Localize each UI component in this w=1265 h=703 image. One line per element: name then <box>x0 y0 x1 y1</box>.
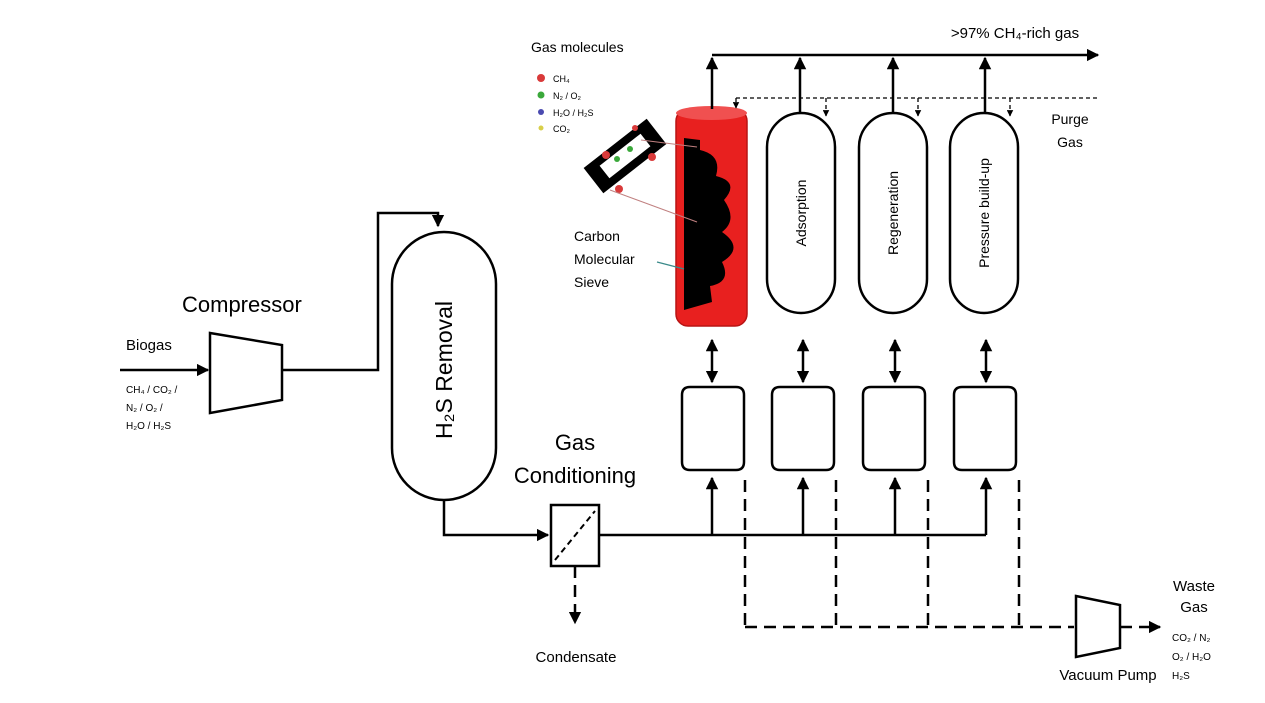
legend-label-co2: CO₂ <box>553 124 571 134</box>
compressor-symbol <box>208 331 284 415</box>
gas-conditioning-label-2: Conditioning <box>514 463 636 488</box>
cms-label-1: Carbon <box>574 228 620 244</box>
psa-column-adsorption: Adsorption <box>765 111 837 315</box>
waste-gas-label-1: Waste <box>1173 578 1215 595</box>
legend-dot-h2o-h2s <box>538 109 544 115</box>
waste-components-line-3: H₂S <box>1172 671 1190 682</box>
pore-molecule-4 <box>648 153 656 161</box>
pore-molecule-5 <box>615 185 623 193</box>
gas-conditioning: Gas Conditioning <box>514 430 636 568</box>
h2s-removal-vessel: H₂S Removal <box>390 230 498 502</box>
buffer-vessel-4 <box>952 385 1018 472</box>
psa-column-pressure-buildup: Pressure build-up <box>948 111 1020 315</box>
compressor-label: Compressor <box>182 292 302 317</box>
cms-label-2: Molecular <box>574 251 635 267</box>
legend-dot-ch4 <box>537 74 545 82</box>
carbon-molecular-sieve-fill <box>684 138 734 310</box>
pore-molecule-3 <box>602 151 610 159</box>
carbon-molecular-sieve-callout: Carbon Molecular Sieve <box>574 228 685 290</box>
purge-label-2: Gas <box>1057 134 1083 150</box>
gas-conditioning-diagonal <box>554 510 596 561</box>
biogas-components-line-3: H₂O / H₂S <box>126 421 171 432</box>
h2s-removal-label: H₂S Removal <box>431 301 457 439</box>
vacuum-pump-label: Vacuum Pump <box>1059 667 1156 684</box>
legend-label-ch4: CH₄ <box>553 74 570 84</box>
regeneration-label: Regeneration <box>885 171 901 255</box>
buffer-vessels <box>680 385 1018 472</box>
gas-conditioning-label-1: Gas <box>555 430 595 455</box>
cms-label-3: Sieve <box>574 274 609 290</box>
legend-label-n2-o2: N₂ / O₂ <box>553 91 581 101</box>
biogas-label: Biogas <box>126 337 172 354</box>
buffer-vessel-3 <box>861 385 927 472</box>
legend-label-h2o-h2s: H₂O / H₂S <box>553 108 594 118</box>
pore-callout-line-2 <box>609 189 698 223</box>
pore-molecule-1 <box>614 156 620 162</box>
sieve-pore-magnified <box>583 118 698 223</box>
active-column-top <box>676 106 747 120</box>
pressure-buildup-label: Pressure build-up <box>976 158 992 268</box>
cms-pointer-line <box>656 261 685 270</box>
gas-molecules-legend: Gas molecules CH₄ N₂ / O₂ H₂O / H₂S CO₂ <box>531 39 624 134</box>
biogas-components-line-2: N₂ / O₂ / <box>126 403 163 414</box>
legend-dot-co2 <box>538 125 544 131</box>
gas-molecules-title: Gas molecules <box>531 39 624 55</box>
buffer-vessel-2 <box>770 385 836 472</box>
product-gas-label: >97% CH₄-rich gas <box>951 25 1079 42</box>
pore-molecule-2 <box>627 146 633 152</box>
purge-label-1: Purge <box>1051 111 1089 127</box>
pore-callout-line-1 <box>640 139 698 148</box>
waste-components-line-2: O₂ / H₂O <box>1172 652 1211 663</box>
compressor-to-h2s-line <box>282 211 445 372</box>
compressor: Compressor <box>182 292 302 415</box>
waste-gas-label-2: Gas <box>1180 599 1208 616</box>
biogas-feed: Biogas CH₄ / CO₂ / N₂ / O₂ / H₂O / H₂S <box>120 337 210 432</box>
psa-column-active <box>675 106 748 327</box>
condensate-label: Condensate <box>536 649 617 666</box>
biogas-components-line-1: CH₄ / CO₂ / <box>126 385 178 396</box>
h2s-to-conditioning-line <box>442 500 550 542</box>
pore-opening <box>599 133 651 179</box>
vacuum-pump-symbol <box>1074 594 1122 659</box>
pore-molecule-6 <box>632 125 638 131</box>
adsorption-label: Adsorption <box>793 180 809 247</box>
vacuum-pump: Vacuum Pump <box>1059 594 1157 684</box>
pore-graphic <box>583 118 667 194</box>
psa-column-regeneration: Regeneration <box>857 111 929 315</box>
waste-components-line-1: CO₂ / N₂ <box>1172 633 1210 644</box>
buffer-vessel-1 <box>680 385 746 472</box>
legend-dot-n2-o2 <box>537 91 545 99</box>
